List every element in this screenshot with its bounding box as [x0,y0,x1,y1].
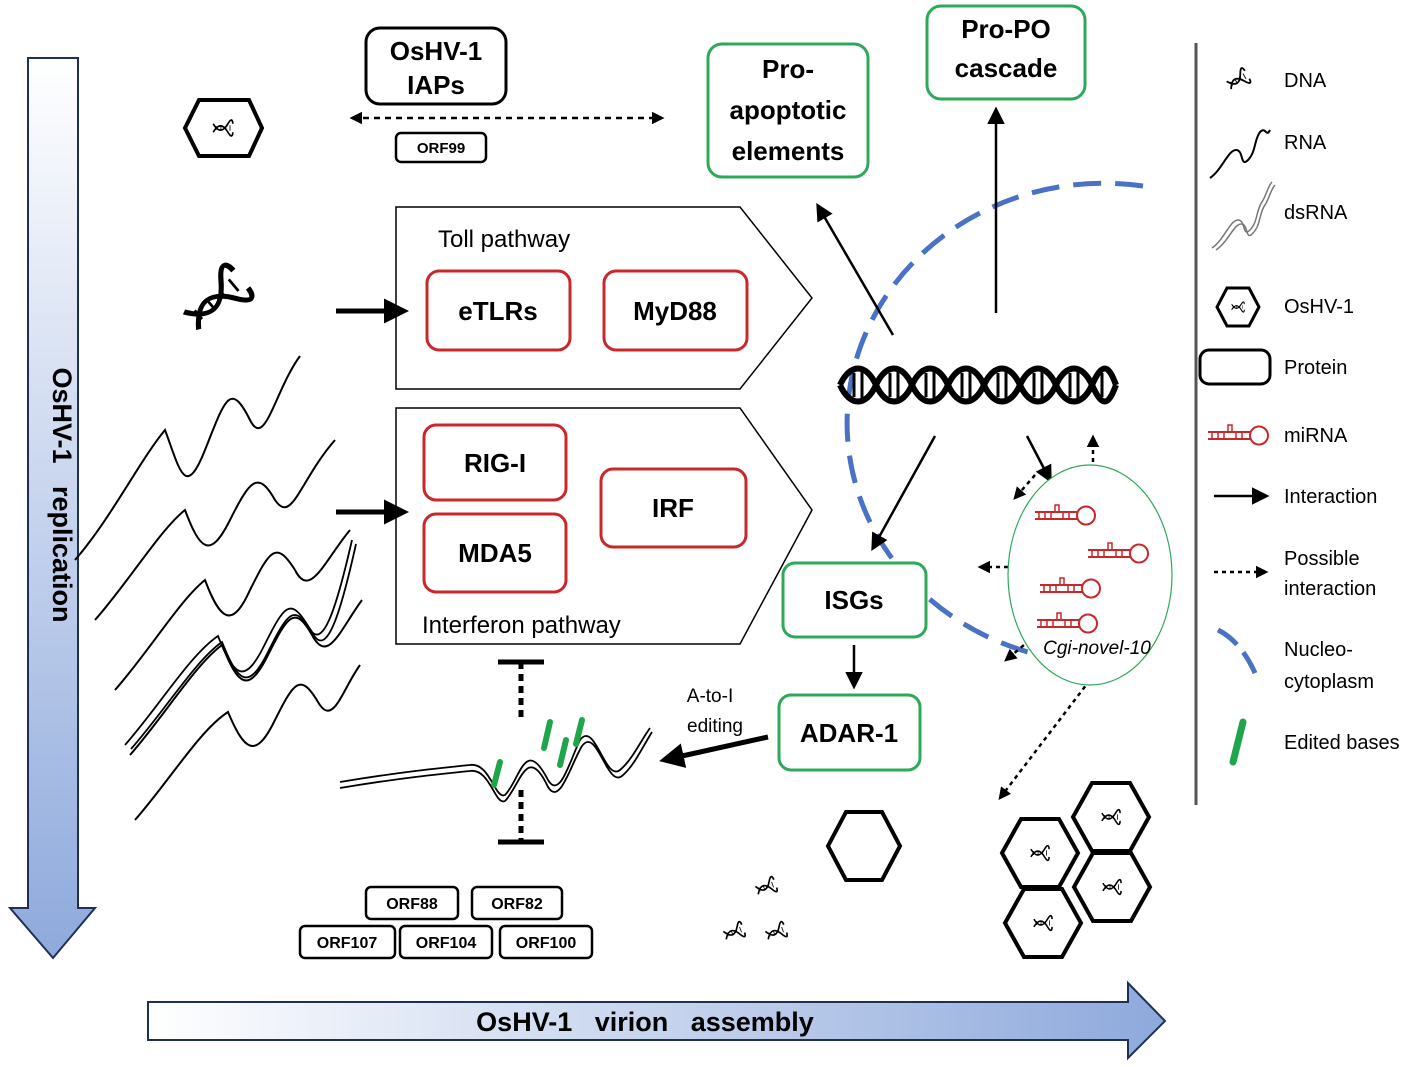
oshv1-virus-top [182,98,265,158]
dna-to-mirna-arrow [1025,435,1052,484]
mda5-box [422,512,568,594]
iaps-line1: OsHV-1 [390,36,483,66]
pro-apoptotic-line2: apoptotic [730,95,847,125]
replication-label: OsHV-1 replication [47,367,77,622]
mirna-cluster-label: Cgi-novel-10 [1043,638,1151,659]
adar1-box: ADAR-1 [777,693,922,772]
legend-possible-line2: interaction [1284,578,1376,600]
protein-icon [1198,348,1272,386]
mirna-assembly-possible-arrow [998,679,1091,800]
legend-dsrna-label: dsRNA [1284,202,1348,224]
orf107-label: ORF107 [317,935,378,952]
legend-nucleo-line2: cytoplasm [1284,671,1374,693]
pro-apoptotic-line1: Pro- [762,54,814,84]
edited-bases-icon [1229,718,1247,766]
orf88-box [364,885,460,921]
mirna-cluster: Cgi-novel-10 [1007,464,1173,686]
dsrna-strand-left [124,539,357,750]
mirna-icon [1207,424,1269,446]
rna-strands [74,355,363,821]
oshv1-icon [1215,286,1261,328]
legend-mirna-label: miRNA [1284,425,1348,447]
pro-po-line1: Pro-PO [961,14,1051,44]
adar-editing-arrow [659,734,769,768]
edited-dsrna [339,727,653,803]
legend-interaction-label: Interaction [1284,486,1377,508]
orf100-box [498,924,594,960]
editing-label-line2: editing [687,716,743,737]
legend: DNA RNA dsRNA OsHV-1 Protein miRNA Inter… [1198,66,1400,766]
dna-nucleus [837,365,1119,405]
pro-po-line2: cascade [955,53,1058,83]
rna-icon [1209,129,1271,179]
legend-protein-label: Protein [1284,357,1347,379]
iaps-line2: IAPs [407,70,465,100]
pro-po-cascade-box: Pro-PO cascade [925,4,1087,101]
interferon-pathway-title: Interferon pathway [422,612,621,639]
orf-boxes: ORF88 ORF82 ORF107 ORF104 ORF100 [298,885,594,960]
legend-nucleo-line1: Nucleo- [1284,639,1353,661]
dna-icon [1223,66,1253,94]
orf104-box [398,924,494,960]
dna-large-left [177,263,254,337]
orf99-label: ORF99 [417,140,465,157]
mirna-isgs-possible-arrow [1004,639,1031,662]
nucleo-cytoplasm-membrane [844,180,1144,663]
irf-box [599,467,748,549]
rig-i-box [422,423,568,502]
mda5-label: MDA5 [458,538,532,568]
inhibition-bar-bottom [498,790,544,845]
orf82-box [470,885,564,921]
orf107-box [298,924,397,960]
myd88-box [602,269,749,352]
editing-label-line1: A-to-I [687,686,733,707]
assembly-label: OsHV-1 virion assembly [476,1007,814,1037]
toll-pathway-title: Toll pathway [438,226,570,253]
etlrs-label: eTLRs [458,296,537,326]
iaps-protein-box: OsHV-1 IAPs [364,26,508,106]
orf88-label: ORF88 [386,896,438,913]
myd88-label: MyD88 [633,296,717,326]
isgs-box: ISGs [781,561,928,639]
irf-label: IRF [652,493,694,523]
orf100-label: ORF100 [516,935,577,952]
virion-cluster [999,781,1153,959]
etlrs-box [425,269,572,352]
nucleo-cytoplasm-icon [1216,627,1261,681]
dsrna-icon [1211,181,1276,251]
legend-oshv1-label: OsHV-1 [1284,296,1354,318]
free-dna-group [721,875,789,944]
interferon-pathway: RIG-I MDA5 IRF Interferon pathway [395,407,813,645]
inhibition-bar-top [498,659,544,720]
pro-apoptotic-box: Pro- apoptotic elements [706,42,870,179]
orf82-label: ORF82 [491,896,543,913]
orf99-box: ORF99 [394,131,488,164]
legend-dna-label: DNA [1284,70,1327,92]
legend-edited-label: Edited bases [1284,732,1400,754]
orf104-label: ORF104 [416,935,477,952]
dna-to-isgs-arrow [871,435,937,552]
empty-capsid [825,810,903,882]
mirna-upleft-possible-arrow [1013,474,1036,500]
dna-to-apoptotic-arrow [816,202,895,336]
toll-pathway: Toll pathway eTLRs MyD88 [395,206,813,390]
assembly-arrow: OsHV-1 virion assembly [147,980,1167,1061]
isgs-label: ISGs [824,585,883,615]
pro-apoptotic-line3: elements [732,136,845,166]
replication-arrow: OsHV-1 replication [7,57,98,960]
legend-possible-line1: Possible [1284,548,1360,570]
adar1-label: ADAR-1 [800,718,898,748]
legend-rna-label: RNA [1284,132,1327,154]
edited-bases-marks [491,717,585,788]
rig-i-label: RIG-I [464,448,526,478]
